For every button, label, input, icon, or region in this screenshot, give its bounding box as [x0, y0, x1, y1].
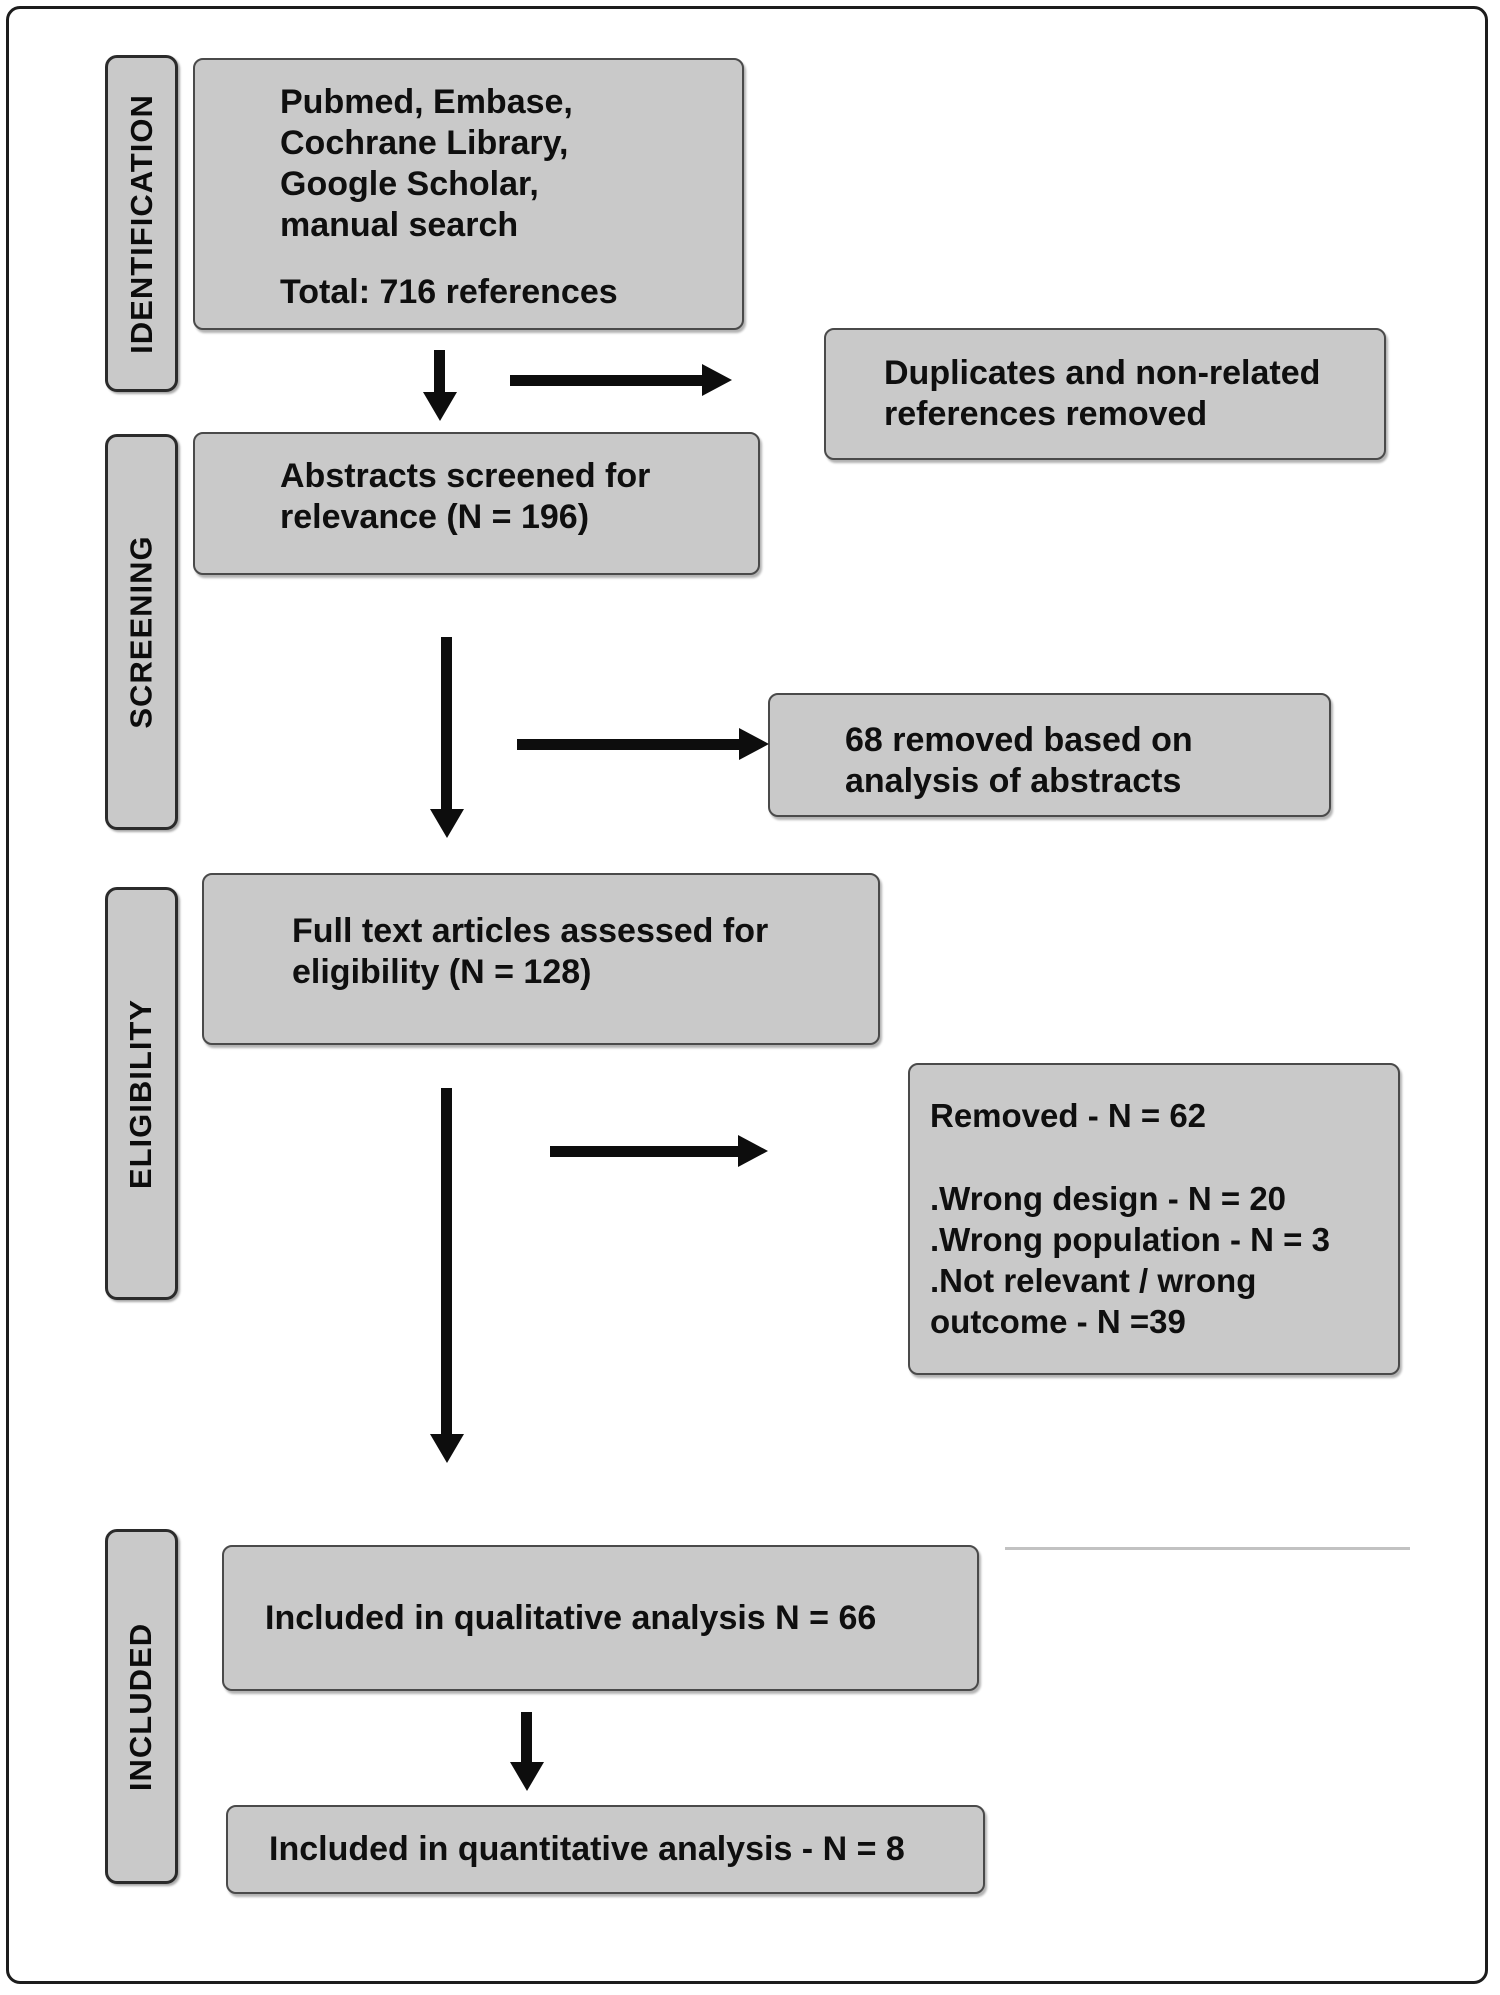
arrow-shaft	[441, 1088, 452, 1436]
arrow-head	[702, 364, 732, 396]
stage-label-text: ELIGIBILITY	[123, 998, 159, 1189]
box-quantitative-analysis: Included in quantitative analysis - N = …	[226, 1805, 985, 1894]
box-duplicates-removed: Duplicates and non-related references re…	[824, 328, 1386, 460]
arrow-shaft	[434, 350, 445, 394]
stage-label-identification: IDENTIFICATION	[105, 55, 178, 392]
stage-label-included: INCLUDED	[105, 1529, 178, 1884]
box-search-sources: Pubmed, Embase, Cochrane Library, Google…	[193, 58, 744, 330]
total-references: Total: 716 references	[280, 273, 618, 311]
stage-label-eligibility: ELIGIBILITY	[105, 887, 178, 1300]
stage-label-text: SCREENING	[123, 535, 159, 729]
box-abstracts-screened: Abstracts screened for relevance (N = 19…	[193, 432, 760, 575]
stage-label-text: IDENTIFICATION	[123, 93, 159, 354]
arrow-head	[430, 1434, 464, 1463]
arrow-shaft	[517, 739, 741, 750]
fulltext-removed-title: Removed - N = 62	[930, 1097, 1207, 1134]
arrow-head	[510, 1762, 544, 1791]
arrow-head	[739, 728, 769, 760]
box-fulltext-removed: Removed - N = 62 .Wrong design - N = 20 …	[908, 1063, 1400, 1375]
arrow-shaft	[510, 375, 704, 386]
qualitative-analysis-text: Included in qualitative analysis N = 66	[265, 1598, 877, 1637]
box-abstracts-removed: 68 removed based on analysis of abstract…	[768, 693, 1331, 817]
arrow-head	[430, 809, 464, 838]
stage-label-screening: SCREENING	[105, 434, 178, 830]
fulltext-removed-reasons: .Wrong design - N = 20 .Wrong population…	[930, 1180, 1330, 1340]
arrow-head	[738, 1135, 768, 1167]
arrow-shaft	[441, 637, 452, 811]
search-sources-list: Pubmed, Embase, Cochrane Library, Google…	[280, 83, 573, 244]
figure-border	[6, 6, 1488, 1984]
arrow-head	[423, 392, 457, 421]
box-qualitative-analysis: Included in qualitative analysis N = 66	[222, 1545, 979, 1691]
stage-label-text: INCLUDED	[123, 1622, 159, 1791]
divider-line	[1005, 1547, 1410, 1550]
box-fulltext-assessed: Full text articles assessed for eligibil…	[202, 873, 880, 1045]
arrow-shaft	[550, 1146, 740, 1157]
quantitative-analysis-text: Included in quantitative analysis - N = …	[269, 1830, 905, 1868]
arrow-shaft	[521, 1712, 532, 1764]
